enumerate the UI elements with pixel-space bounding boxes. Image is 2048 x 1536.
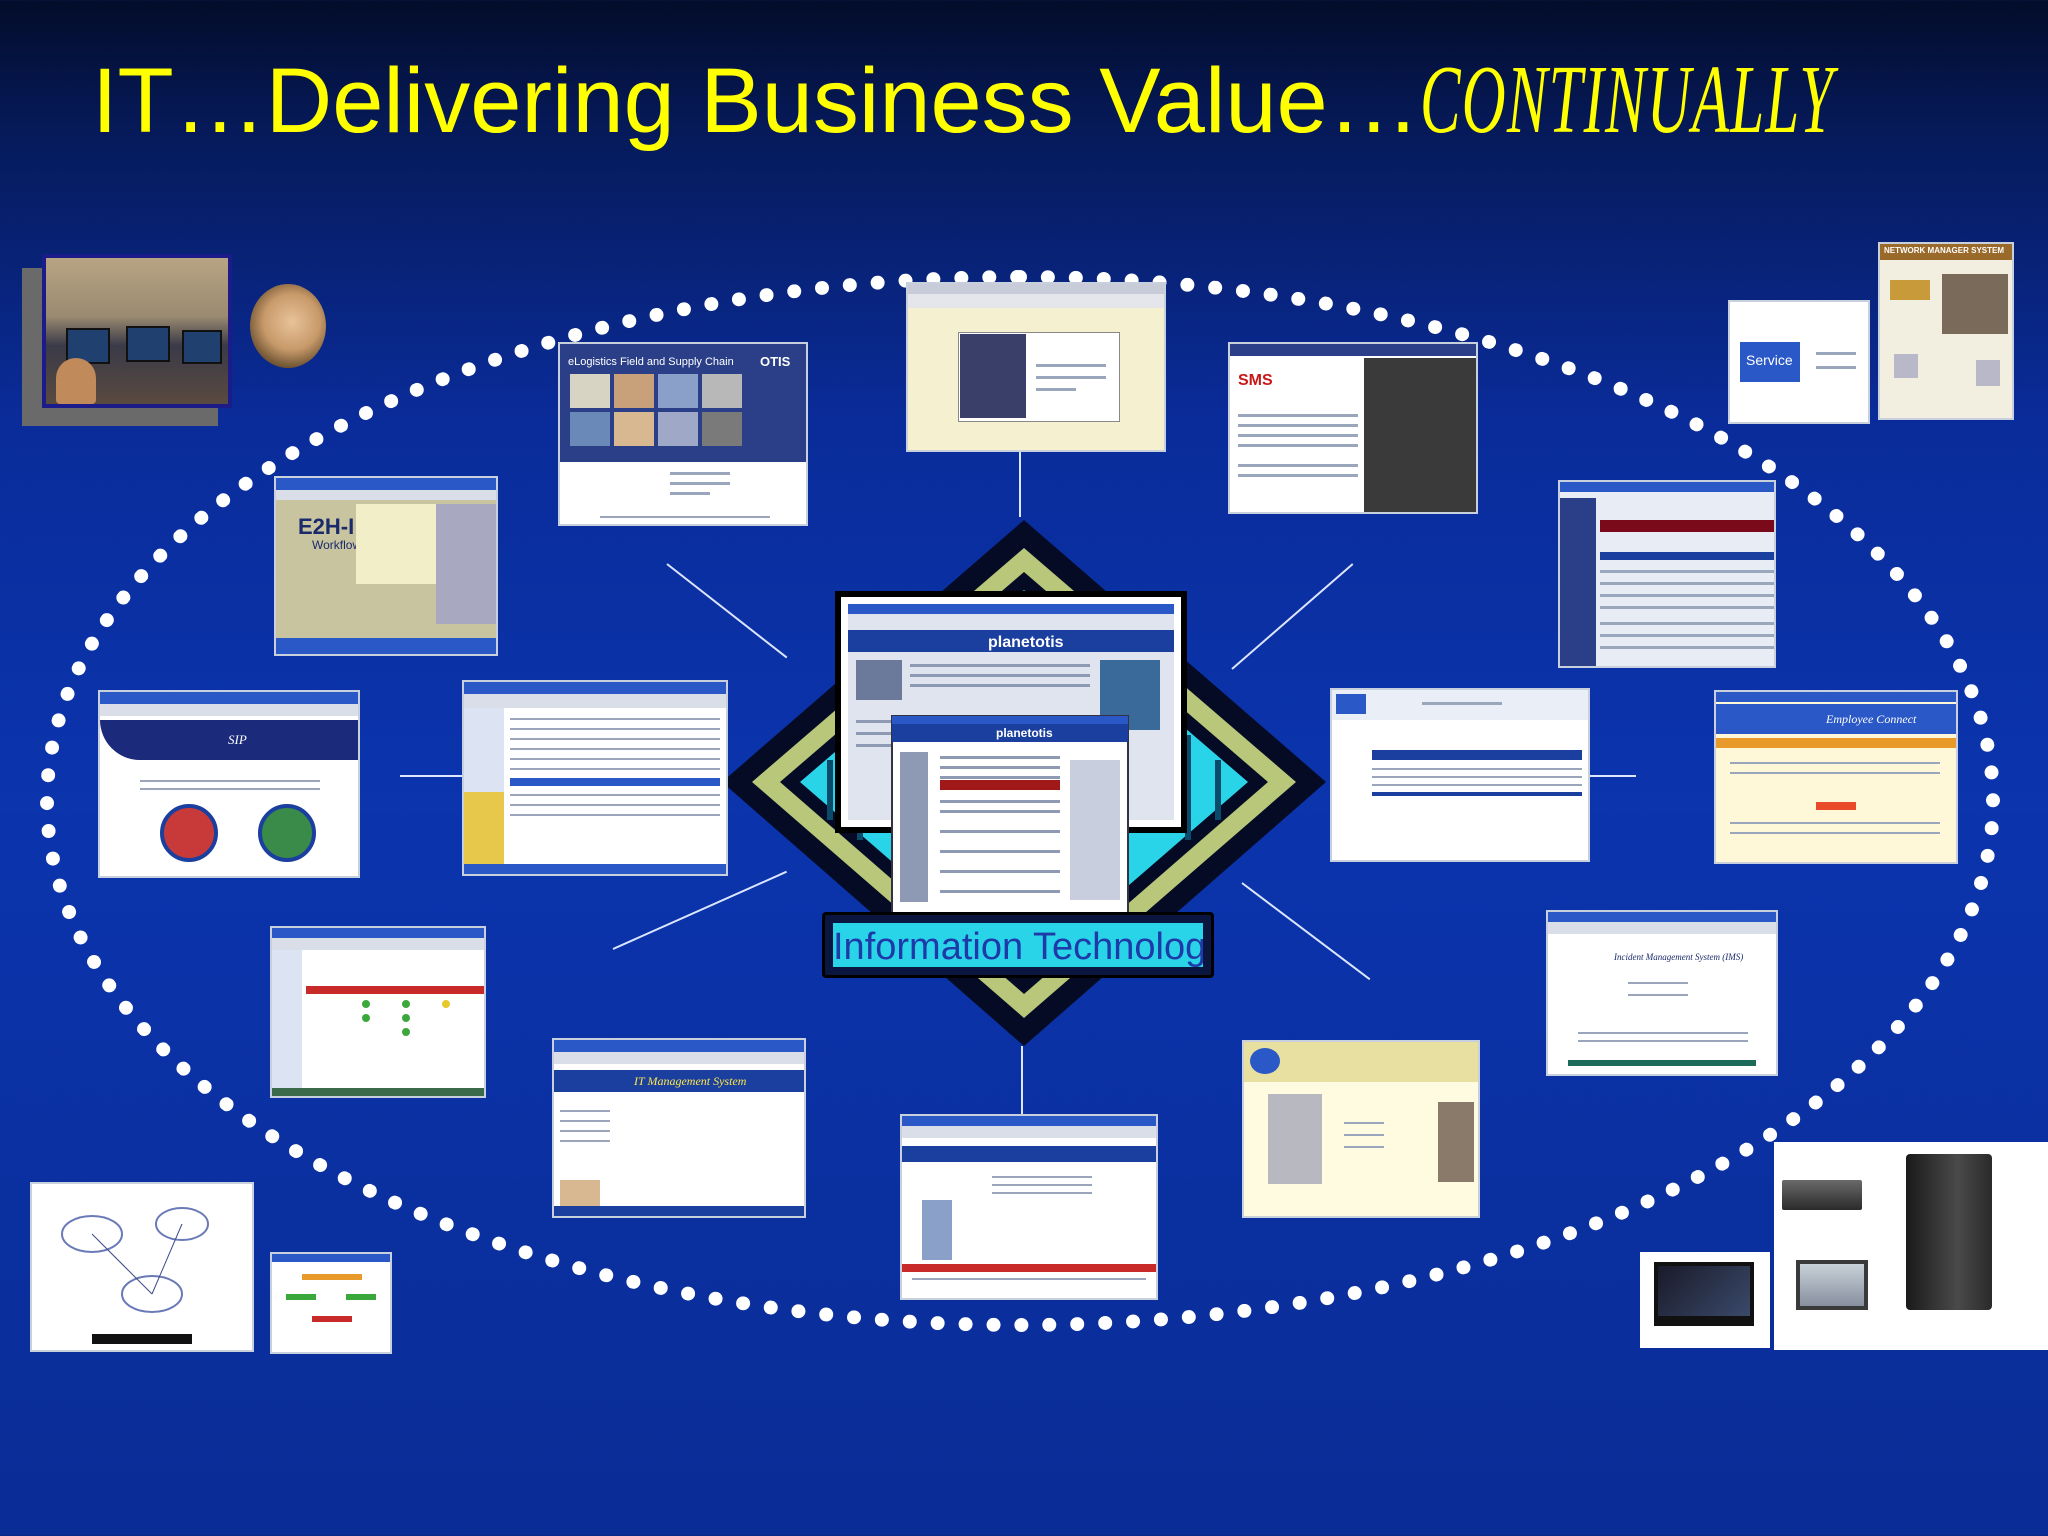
slide-title: IT…Delivering Business Value…CONTINUALLY (92, 40, 2048, 160)
server-rack-icon (1782, 1180, 1862, 1210)
spoke-right (1590, 775, 1636, 777)
sms-logo: SMS (1238, 372, 1273, 389)
network-manager-title: NETWORK MANAGER SYSTEM (1884, 246, 2004, 255)
monitor-icon (1796, 1260, 1868, 1310)
planetotis-logo-inner: planetotis (996, 726, 1053, 740)
spoke-left (400, 775, 462, 777)
elogistics-otis-logo: OTIS (760, 354, 791, 369)
task-table-screen (1558, 480, 1776, 668)
sip-screen: SIP (98, 690, 360, 878)
employee-connect-title: Employee Connect (1826, 712, 1917, 726)
performance-feedback-screen (1330, 688, 1590, 862)
performance-dashboard-screen (270, 926, 486, 1098)
incident-title: Incident Management System (IMS) (1614, 952, 1744, 962)
information-technology-text: Information Technology (831, 921, 1205, 969)
employee-connect-screen: Employee Connect (1714, 690, 1958, 864)
service-logo: Service (1746, 352, 1793, 368)
sms-screen: SMS (1228, 342, 1478, 514)
e2h-logo: E2H-I (298, 514, 355, 539)
service-screen: Service (1728, 300, 1870, 424)
network-diagram-graphic (61, 1207, 209, 1344)
headset-operator-photo (250, 284, 326, 368)
e2h-workflow-screen: E2H-I Workflow (274, 476, 498, 656)
it-management-screen: IT Management System (552, 1038, 806, 1218)
laptop-icon (1654, 1262, 1754, 1326)
file-list-screen (462, 680, 728, 876)
slide-title-emphasis: CONTINUALLY (1419, 46, 1834, 154)
e2h-sub: Workflow (312, 538, 362, 552)
elogistics-screen: eLogistics Field and Supply Chain OTIS (558, 342, 808, 526)
elogistics-title: eLogistics Field and Supply Chain (568, 356, 734, 368)
sip-title: SIP (228, 732, 247, 747)
network-manager-screen: NETWORK MANAGER SYSTEM (1878, 242, 2014, 420)
network-diagram-screen (30, 1182, 254, 1352)
elevator-screen (1242, 1040, 1480, 1218)
control-room-photo-frame (42, 254, 232, 408)
planetotis-logo-center: planetotis (988, 634, 1064, 651)
incident-management-screen: Incident Management System (IMS) (1546, 910, 1778, 1076)
slide-title-main: IT…Delivering Business Value… (92, 50, 1420, 152)
desktop-tower-icon (1906, 1154, 1992, 1310)
erp-login-screen (906, 282, 1166, 452)
equipment-survey-screen (900, 1114, 1158, 1300)
it-management-title: IT Management System (634, 1074, 747, 1088)
information-technology-label: Information Technology (822, 912, 1214, 978)
org-chart-screen (270, 1252, 392, 1354)
